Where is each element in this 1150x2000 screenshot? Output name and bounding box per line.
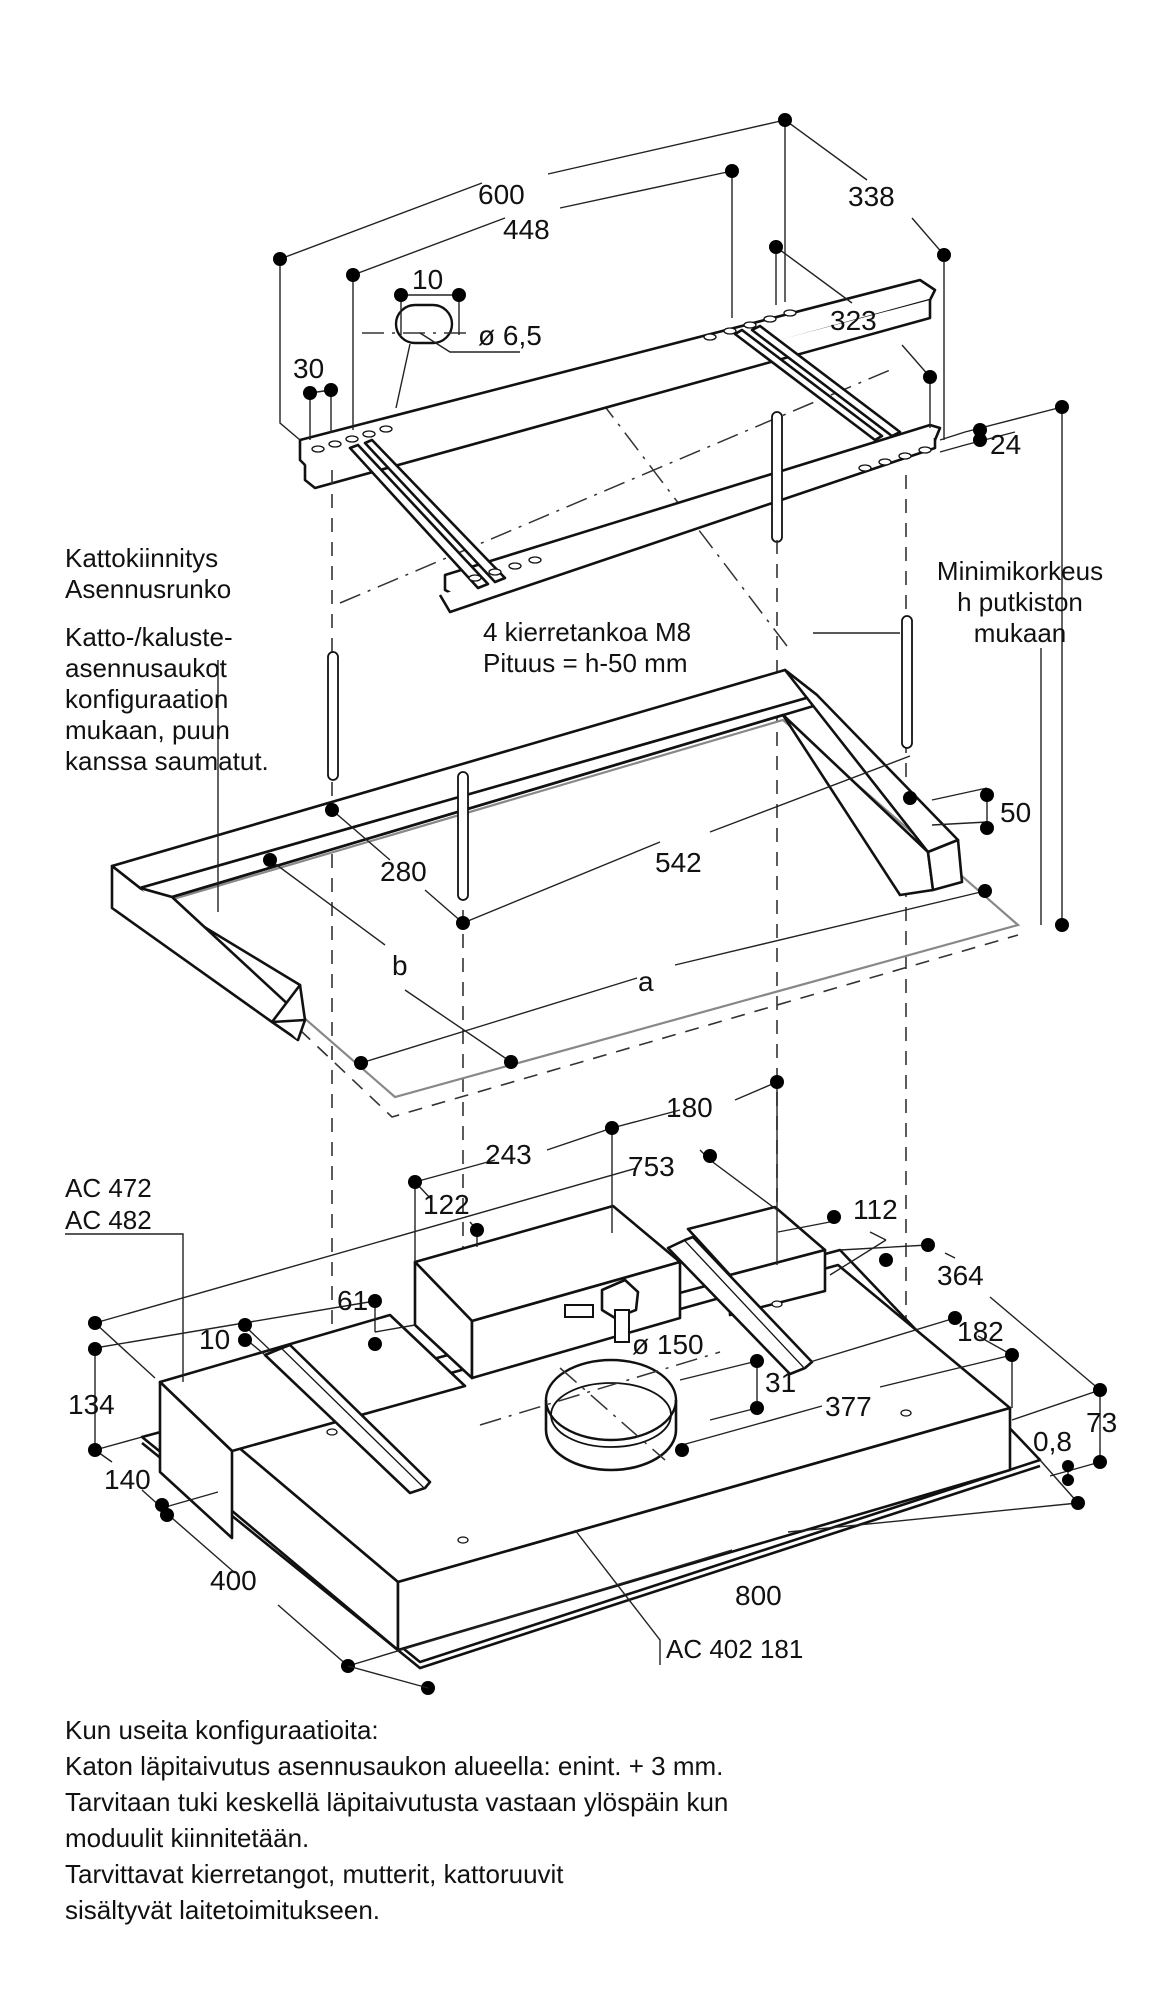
dim-10-slot: 10 — [412, 264, 443, 295]
dim-112: 112 — [853, 1194, 898, 1225]
dim-182: 182 — [957, 1316, 1004, 1347]
dim-338: 338 — [848, 181, 895, 212]
ceiling-mount-label: Kattokiinnitys Asennusrunko — [65, 543, 231, 605]
dim-0-8: 0,8 — [1033, 1426, 1072, 1457]
dim-24: 24 — [990, 429, 1021, 460]
cutout-dimensions: 50 280 542 b a — [263, 755, 1069, 1070]
note-line: moduulit kiinnitetään. — [65, 1823, 310, 1853]
label-line: 4 kierretankoa M8 — [483, 617, 692, 647]
note-line: Kun useita konfiguraatioita: — [65, 1715, 379, 1745]
dim-243: 243 — [485, 1139, 532, 1170]
note-line: Katon läpitaivutus asennusaukon alueella… — [65, 1751, 724, 1781]
label-line: mukaan — [973, 618, 1067, 648]
dim-280: 280 — [380, 856, 427, 887]
note-line: sisältyvät laitetoimitukseen. — [65, 1895, 381, 1925]
label-line: h putkiston — [957, 587, 1083, 617]
dim-323: 323 — [830, 305, 877, 336]
cutout-frame — [110, 615, 1042, 1118]
note-line: Tarvitaan tuki keskellä läpitaivutusta v… — [65, 1787, 729, 1817]
label-line: konfiguraation — [65, 684, 229, 714]
rail-slots — [311, 309, 932, 582]
model-label-ac472: AC 472 — [65, 1173, 152, 1203]
label-line: Asennusrunko — [65, 574, 232, 604]
frame-dimensions: 600 448 338 323 10 ø 6,5 30 24 — [273, 113, 1069, 925]
label-line: Minimikorkeus — [936, 556, 1104, 586]
dim-377: 377 — [825, 1391, 872, 1422]
threaded-rods-label: 4 kierretankoa M8 Pituus = h-50 mm — [483, 617, 691, 679]
dim-10-gap: 10 — [199, 1324, 230, 1355]
installation-notes: Kun useita konfiguraatioita: Katon läpit… — [65, 1712, 728, 1928]
dim-542: 542 — [655, 847, 702, 878]
hood-module — [65, 1204, 1042, 1670]
dim-134: 134 — [68, 1389, 115, 1420]
dim-30: 30 — [293, 353, 324, 384]
label-line: Katto-/kaluste- — [65, 622, 233, 652]
min-height-label: Minimikorkeus h putkiston mukaan — [920, 556, 1120, 649]
slot-detail — [394, 303, 454, 345]
dim-slot-diameter: ø 6,5 — [478, 320, 542, 351]
label-line: kanssa saumatut. — [65, 746, 269, 776]
label-line: asennusaukot — [65, 653, 227, 683]
dim-448: 448 — [503, 214, 550, 245]
dim-31: 31 — [765, 1367, 796, 1398]
dim-73: 73 — [1086, 1407, 1117, 1438]
note-line: Tarvittavat kierretangot, mutterit, katt… — [65, 1859, 564, 1889]
dim-140: 140 — [104, 1464, 151, 1495]
dim-b: b — [392, 950, 408, 981]
cutout-note-label: Katto-/kaluste- asennusaukot konfiguraat… — [65, 622, 269, 777]
dim-122: 122 — [423, 1189, 470, 1220]
dim-400: 400 — [210, 1565, 257, 1596]
model-label-ac482: AC 482 — [65, 1205, 152, 1235]
dim-600: 600 — [478, 179, 525, 210]
model-label-ac402181: AC 402 181 — [666, 1634, 803, 1664]
dim-364: 364 — [937, 1260, 984, 1291]
dim-50: 50 — [1000, 797, 1031, 828]
dim-753: 753 — [628, 1151, 675, 1182]
module-dimensions: 180 243 753 122 112 364 61 182 ø 150 10 … — [68, 1075, 1117, 1695]
label-line: mukaan, puun — [65, 715, 230, 745]
mounting-frame — [298, 278, 942, 651]
dim-61: 61 — [337, 1285, 368, 1316]
label-line: Pituus = h-50 mm — [483, 648, 688, 678]
label-line: Kattokiinnitys — [65, 543, 219, 573]
dim-800: 800 — [735, 1580, 782, 1611]
dim-a: a — [638, 966, 654, 997]
dim-duct-diameter: ø 150 — [632, 1329, 704, 1360]
dim-180: 180 — [666, 1092, 713, 1123]
